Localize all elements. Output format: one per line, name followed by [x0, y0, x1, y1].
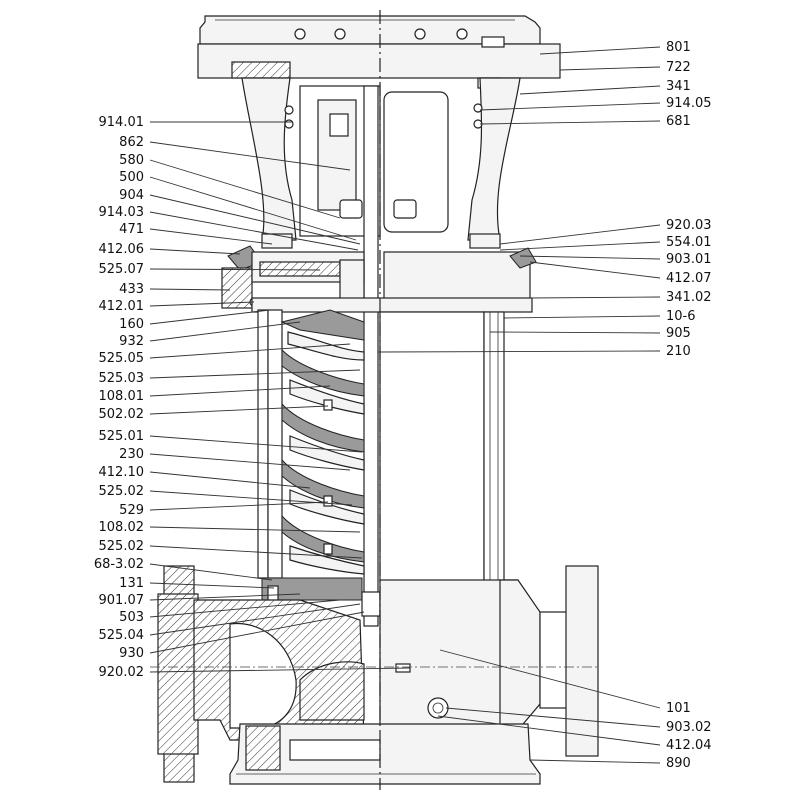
- label-525-05: 525.05: [99, 351, 145, 366]
- label-920-03: 920.03: [666, 218, 712, 233]
- label-341: 341: [666, 79, 691, 94]
- label-502-02: 502.02: [99, 407, 145, 422]
- label-68-3-02: 68-3.02: [94, 557, 144, 572]
- label-525-07: 525.07: [99, 262, 145, 277]
- label-930: 930: [119, 646, 144, 661]
- label-862: 862: [119, 135, 144, 150]
- label-904: 904: [119, 188, 144, 203]
- impeller-stack: [280, 309, 365, 575]
- labels-left: 914.01 862 580 500 904 914.03 471 412.06…: [94, 115, 144, 680]
- pump-drawing: [150, 10, 600, 790]
- label-914-01: 914.01: [99, 115, 145, 130]
- label-554-01: 554.01: [666, 235, 712, 250]
- label-529: 529: [119, 503, 144, 518]
- leader-lines-left: [149, 121, 411, 673]
- label-525-02-a: 525.02: [99, 484, 145, 499]
- label-932: 932: [119, 334, 144, 349]
- label-525-02-b: 525.02: [99, 539, 145, 554]
- motor-stool: [241, 77, 521, 241]
- shaft: [363, 85, 379, 627]
- label-433: 433: [119, 282, 144, 297]
- label-230: 230: [119, 447, 144, 462]
- label-500: 500: [119, 170, 144, 185]
- label-525-01: 525.01: [99, 429, 145, 444]
- label-108-01: 108.01: [99, 389, 145, 404]
- label-210: 210: [666, 344, 691, 359]
- label-341-02: 341.02: [666, 290, 712, 305]
- label-525-03: 525.03: [99, 371, 145, 386]
- pump-head: [221, 233, 537, 313]
- base-plate: [229, 723, 541, 785]
- label-412-01: 412.01: [99, 299, 145, 314]
- label-108-02: 108.02: [99, 520, 145, 535]
- label-580: 580: [119, 153, 144, 168]
- tie-bolt-right: [379, 311, 505, 583]
- label-412-04: 412.04: [666, 738, 712, 753]
- label-10-6: 10-6: [666, 309, 696, 324]
- motor-flange: [197, 15, 561, 89]
- label-503: 503: [119, 610, 144, 625]
- label-905: 905: [666, 326, 691, 341]
- label-914-03: 914.03: [99, 205, 145, 220]
- label-681: 681: [666, 114, 691, 129]
- label-722: 722: [666, 60, 691, 75]
- label-525-04: 525.04: [99, 628, 145, 643]
- label-131: 131: [119, 576, 144, 591]
- label-903-01: 903.01: [666, 252, 712, 267]
- label-412-10: 412.10: [99, 465, 145, 480]
- pump-casing: [157, 565, 599, 783]
- label-901-07: 901.07: [99, 593, 145, 608]
- label-920-02: 920.02: [99, 665, 145, 680]
- label-903-02: 903.02: [666, 720, 712, 735]
- label-160: 160: [119, 317, 144, 332]
- label-412-06: 412.06: [99, 242, 145, 257]
- label-471: 471: [119, 222, 144, 237]
- label-412-07: 412.07: [666, 271, 712, 286]
- labels-right: 801 722 341 914.05 681 920.03 554.01 903…: [666, 40, 712, 771]
- label-101: 101: [666, 701, 691, 716]
- label-914-05: 914.05: [666, 96, 712, 111]
- label-801: 801: [666, 40, 691, 55]
- leader-lines-right: [377, 46, 661, 764]
- label-890: 890: [666, 756, 691, 771]
